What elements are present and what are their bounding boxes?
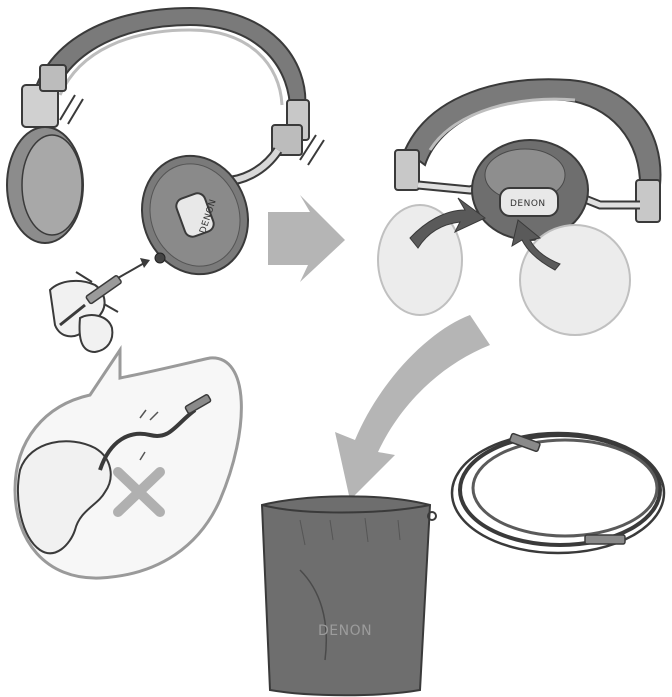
cable-unplug-icon: [50, 258, 150, 352]
storage-pouch-icon: DENON: [262, 496, 436, 695]
coiled-cable-icon: [452, 433, 664, 553]
headphones-fold-icon: DENON: [378, 79, 660, 335]
arrow-right-icon: [268, 195, 345, 282]
cable-wrong-pull-icon: [15, 350, 241, 578]
folded-earcup-brand-label: DENON: [510, 199, 546, 209]
pouch-brand-label: DENON: [318, 623, 372, 639]
